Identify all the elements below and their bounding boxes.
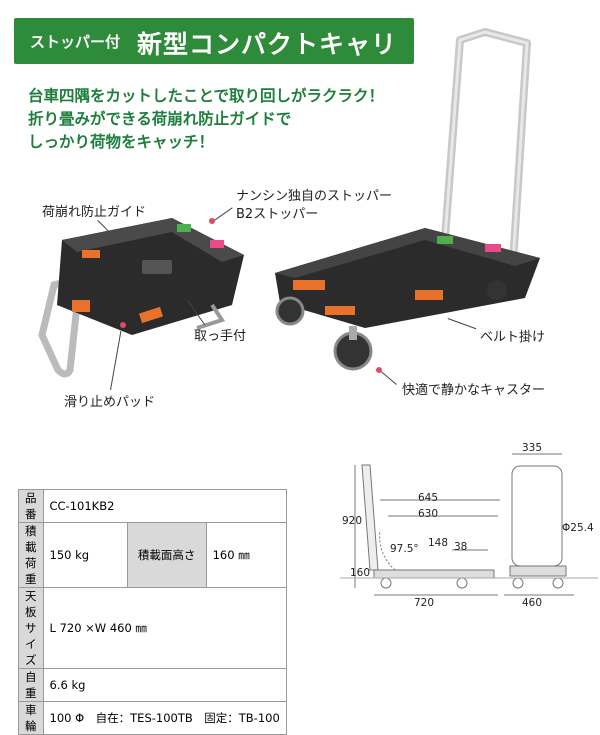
table-row: 自重 6.6 kg — [18, 668, 287, 702]
callout-handle: 取っ手付 — [194, 329, 247, 344]
spec-value-load: 150 kg — [42, 522, 128, 588]
dim-720: 720 — [414, 597, 435, 609]
open-cart-photo — [275, 28, 540, 371]
table-row: 品番 CC-101KB2 — [18, 489, 287, 523]
dim-975: 97.5° — [390, 543, 419, 555]
banner-title: 新型コンパクトキャリー — [137, 30, 398, 95]
spec-key-wheel: 車輪 — [18, 701, 44, 735]
spec-value-model: CC-101KB2 — [42, 489, 287, 523]
dim-phi254: Φ25.4 — [562, 522, 594, 534]
corner-guard-orange — [82, 250, 100, 258]
callout-guide: 荷崩れ防止ガイド — [42, 205, 147, 220]
dim-160: 160 — [350, 567, 371, 579]
dim-38: 38 — [454, 541, 468, 553]
banner-subtitle: ストッパー付 — [30, 33, 121, 51]
handle-slot — [142, 260, 172, 274]
spec-table: 品番 CC-101KB2 積載荷重 150 kg 積載面高さ 160 ㎜ 天板サ… — [18, 489, 287, 735]
dimension-drawing — [340, 453, 598, 596]
dim-920: 920 — [342, 515, 363, 527]
callout-stopper-1: ナンシン独自のストッパー — [236, 189, 393, 204]
callout-stopper-2: B2ストッパー — [236, 207, 319, 222]
lead-line-2: 折り畳みができる荷崩れ防止ガイドで — [28, 110, 292, 128]
spec-value-height: 160 ㎜ — [205, 522, 287, 588]
caster-wheel-rear — [275, 296, 305, 326]
table-row: 天板サイズ L 720 ×W 460 ㎜ — [18, 587, 287, 669]
callout-caster: 快適で静かなキャスター — [402, 383, 546, 398]
dim-630: 630 — [418, 508, 439, 520]
pad-marker — [120, 322, 126, 328]
folded-cart-photo — [38, 218, 244, 378]
spec-key-load: 積載荷重 — [18, 522, 44, 588]
stopper-marker — [209, 218, 215, 224]
spec-key-model: 品番 — [18, 489, 44, 523]
dim-148: 148 — [428, 537, 449, 549]
lead-line-3: しっかり荷物をキャッチ！ — [28, 133, 215, 151]
callout-pad: 滑り止めパッド — [64, 395, 156, 410]
stopper-green — [177, 224, 191, 232]
spec-key-height: 積載面高さ — [126, 522, 207, 588]
spec-value-deck: L 720 ×W 460 ㎜ — [42, 587, 287, 669]
spec-value-wheel: 100 Φ 自在：TES-100TB 固定：TB-100 — [42, 701, 287, 735]
title-banner: ストッパー付 新型コンパクトキャリー — [14, 18, 414, 95]
caster-marker — [376, 367, 382, 373]
dim-645: 645 — [418, 492, 439, 504]
corner-guard-orange-2 — [293, 280, 325, 290]
lead-line-1: 台車四隅をカットしたことで取り回しがラクラク！ — [28, 87, 385, 105]
dim-460: 460 — [522, 597, 543, 609]
dim-335: 335 — [522, 442, 543, 454]
spec-key-deck: 天板サイズ — [18, 587, 44, 669]
callout-belt: ベルト掛け — [480, 330, 546, 345]
table-row: 車輪 100 Φ 自在：TES-100TB 固定：TB-100 — [18, 701, 287, 735]
table-row: 積載荷重 150 kg 積載面高さ 160 ㎜ — [18, 522, 287, 588]
spec-value-weight: 6.6 kg — [42, 668, 287, 702]
spec-key-weight: 自重 — [18, 668, 44, 702]
